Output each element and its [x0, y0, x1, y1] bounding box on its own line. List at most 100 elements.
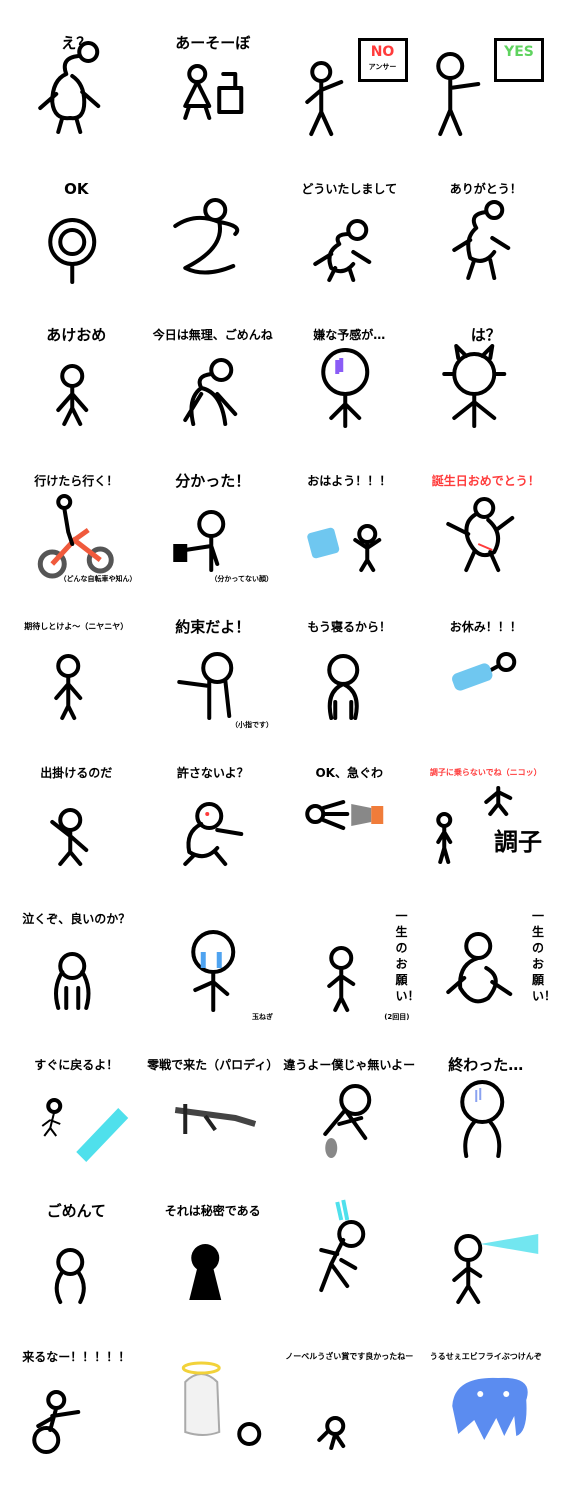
stick-figure-drawing — [56, 364, 89, 426]
sign-text: YES — [504, 44, 534, 60]
sticker-note: （どんな自転車や知ん） — [59, 575, 137, 583]
sticker-caption: OK、急ぐわ — [315, 766, 383, 780]
stick-figure-drawing — [459, 1080, 504, 1158]
sticker-cell[interactable]: 行けたら行く！ （どんな自転車や知ん） — [8, 460, 145, 606]
stick-figure-drawing — [305, 61, 344, 136]
stick-figure-drawing — [327, 654, 360, 720]
stick-figure-drawing — [181, 1361, 261, 1446]
sticker-cell[interactable]: OK、急ぐわ — [281, 752, 418, 898]
sticker-caption: 泣くぞ、良いのか？ — [22, 912, 131, 926]
sticker-cell[interactable]: 約束だよ！ （小指です） — [145, 606, 282, 752]
sticker-cell[interactable]: ありがとう！ — [418, 168, 555, 314]
sticker-note: 玉ねぎ — [252, 1013, 273, 1021]
sticker-cell[interactable]: 来るなー！！！！！ — [8, 1336, 145, 1482]
sticker-cell[interactable]: 今日は無理、ごめんね — [145, 314, 282, 460]
vertical-caption: 一生のお願い！ — [532, 909, 557, 1003]
sticker-cell[interactable]: 泣くぞ、良いのか？ — [8, 898, 145, 1044]
sticker-cell[interactable] — [281, 1190, 418, 1336]
sticker-caption: ごめんて — [46, 1202, 106, 1220]
stick-figure-drawing — [319, 1199, 366, 1292]
sticker-cell[interactable]: YES — [418, 22, 555, 168]
sticker-cell[interactable]: 玉ねぎ — [145, 898, 282, 1044]
stick-figure-drawing — [50, 808, 89, 866]
sticker-caption: おはよう！！！ — [307, 474, 392, 488]
stick-figure-drawing — [435, 52, 480, 136]
sticker-cell[interactable]: 終わった… — [418, 1044, 555, 1190]
sticker-cell[interactable]: 期待しとけよ～（ニヤニヤ） — [8, 606, 145, 752]
sticker-caption: うるせぇエビフライぶつけんぞ — [429, 1352, 542, 1361]
stick-figure-drawing — [313, 219, 372, 282]
sticker-cell[interactable]: あーそーぼ — [145, 22, 282, 168]
sticker-caption: 終わった… — [448, 1056, 524, 1074]
sticker-caption: お休み！！！ — [449, 620, 522, 634]
sticker-cell[interactable]: 一生のお願い！ (2回目) — [281, 898, 420, 1044]
sticker-note: （小指です） — [231, 721, 273, 729]
sticker-caption: 行けたら行く！ — [34, 474, 119, 488]
sticker-cell[interactable]: お休み！！！ — [418, 606, 555, 752]
sign-subtext: アンサー — [368, 63, 397, 71]
sticker-caption: 約束だよ！ — [175, 618, 251, 636]
stick-figure-drawing — [182, 802, 243, 866]
sticker-cell[interactable]: それは秘密である — [145, 1190, 282, 1336]
sticker-cell[interactable]: すぐに戻るよ！ — [8, 1044, 145, 1190]
sticker-caption: ありがとう！ — [449, 182, 522, 196]
sticker-note: (2回目) — [384, 1013, 410, 1021]
sticker-cell[interactable]: OK — [8, 168, 145, 314]
stick-figure-drawing — [321, 348, 370, 428]
sticker-cell[interactable] — [145, 168, 282, 314]
sticker-cell[interactable]: 嫌な予感が… — [281, 314, 418, 460]
sticker-cell[interactable]: 分かった！（分かってない顔） — [145, 460, 282, 606]
sticker-cell[interactable]: 一生のお願い！ — [418, 898, 557, 1044]
stick-figure-drawing — [441, 344, 506, 428]
stick-figure-drawing — [48, 218, 97, 284]
stick-figure-drawing — [307, 524, 382, 572]
stick-figure-drawing — [54, 654, 83, 720]
sticker-cell[interactable] — [145, 1336, 282, 1482]
stick-figure-drawing — [323, 1084, 372, 1158]
sticker-cell[interactable]: 誕生日おめでとう！ — [418, 460, 555, 606]
sticker-cell[interactable]: 出掛けるのだ — [8, 752, 145, 898]
sticker-cell[interactable]: うるせぇエビフライぶつけんぞ — [418, 1336, 555, 1482]
sticker-caption: 調子に乗らないでね（ニコッ） — [429, 768, 542, 777]
sticker-cell[interactable]: 零戦で来た（パロディ） — [145, 1044, 282, 1190]
vertical-caption: 一生のお願い！ — [395, 909, 420, 1003]
sticker-cell[interactable]: あけおめ — [8, 314, 145, 460]
sticker-cell[interactable]: え？ — [8, 22, 145, 168]
stick-figure-drawing — [327, 946, 356, 1012]
sticker-cell[interactable]: 調子に乗らないでね（ニコッ） 調子 — [418, 752, 555, 898]
sticker-caption: すぐに戻るよ！ — [34, 1058, 119, 1072]
stick-figure-drawing — [174, 1104, 256, 1134]
stick-figure-drawing — [445, 932, 512, 1004]
sticker-caption: 零戦で来た（パロディ） — [147, 1058, 279, 1072]
sticker-caption: 来るなー！！！！！ — [22, 1350, 131, 1364]
sticker-caption: ノーベルうざい賞です良かったねー — [285, 1352, 414, 1361]
sticker-caption: それは秘密である — [164, 1204, 261, 1218]
stick-figure-drawing — [451, 1377, 528, 1440]
sticker-caption: 誕生日おめでとう！ — [431, 474, 540, 488]
stick-figure-drawing — [435, 786, 512, 864]
stick-figure-drawing — [54, 952, 91, 1010]
sticker-cell[interactable] — [418, 1190, 555, 1336]
sticker-cell[interactable]: 違うよー僕じゃ無いよー — [281, 1044, 418, 1190]
stick-figure-drawing — [176, 652, 233, 720]
stick-figure-drawing — [188, 1244, 221, 1300]
sticker-caption: どういたしまして — [301, 182, 398, 196]
sticker-cell[interactable]: どういたしまして — [281, 168, 418, 314]
stick-figure-drawing — [305, 800, 384, 830]
stick-figure-drawing — [182, 64, 243, 120]
sticker-cell[interactable]: ノーベルうざい賞です良かったねー — [281, 1336, 418, 1482]
sticker-cell[interactable]: 許さないよ？ — [145, 752, 282, 898]
big-word: 調子 — [494, 828, 542, 856]
stick-figure-drawing — [317, 1416, 346, 1450]
stick-figure-drawing — [37, 494, 114, 579]
stick-figure-drawing — [38, 41, 101, 134]
sticker-cell[interactable]: おはよう！！！ — [281, 460, 418, 606]
sticker-caption: 嫌な予感が… — [313, 328, 386, 342]
sticker-caption: 出掛けるのだ — [40, 766, 113, 780]
sticker-cell[interactable]: ごめんて — [8, 1190, 145, 1336]
stick-figure-drawing — [54, 1248, 86, 1304]
sticker-cell[interactable]: は？ — [418, 314, 555, 460]
sticker-cell[interactable]: もう寝るから！ — [281, 606, 418, 752]
sticker-caption: 今日は無理、ごめんね — [152, 328, 273, 342]
